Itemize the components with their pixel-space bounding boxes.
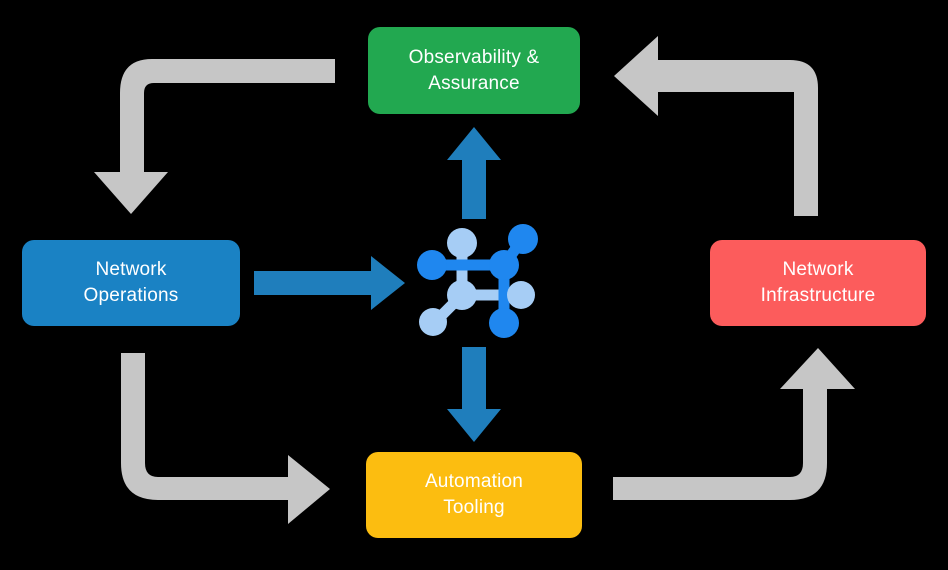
arrow-network-operations-to-center	[254, 256, 405, 310]
node-bottom-primary	[489, 308, 519, 338]
node-box-network-operations[interactable]: Network Operations	[22, 240, 240, 326]
arrow-center-to-observability	[447, 127, 501, 219]
node-top-right-primary	[508, 224, 538, 254]
arrow-center-to-automation-tooling	[447, 347, 501, 442]
node-bottom-left-light	[419, 308, 447, 336]
edge-diagonal-primary	[499, 236, 527, 269]
node-hub-primary	[489, 250, 519, 280]
connector-network-operations-to-automation-tooling-hotspot[interactable]	[118, 350, 333, 528]
node-box-network-infrastructure[interactable]: Network Infrastructure	[710, 240, 926, 326]
node-top-light	[447, 228, 477, 258]
connector-observability-to-network-operations-hotspot[interactable]	[94, 48, 339, 218]
node-box-automation-tooling[interactable]: Automation Tooling	[366, 452, 582, 538]
connector-automation-tooling-to-network-infrastructure-hotspot[interactable]	[610, 346, 858, 504]
network-topology-icon-graphic	[417, 224, 538, 338]
node-left-primary	[417, 250, 447, 280]
edge-diagonal-light	[431, 291, 466, 326]
node-right-light	[507, 281, 535, 309]
node-box-observability[interactable]: Observability & Assurance	[368, 27, 580, 114]
connector-network-infrastructure-to-observability-hotspot[interactable]	[610, 34, 822, 219]
node-center-light	[447, 280, 477, 310]
